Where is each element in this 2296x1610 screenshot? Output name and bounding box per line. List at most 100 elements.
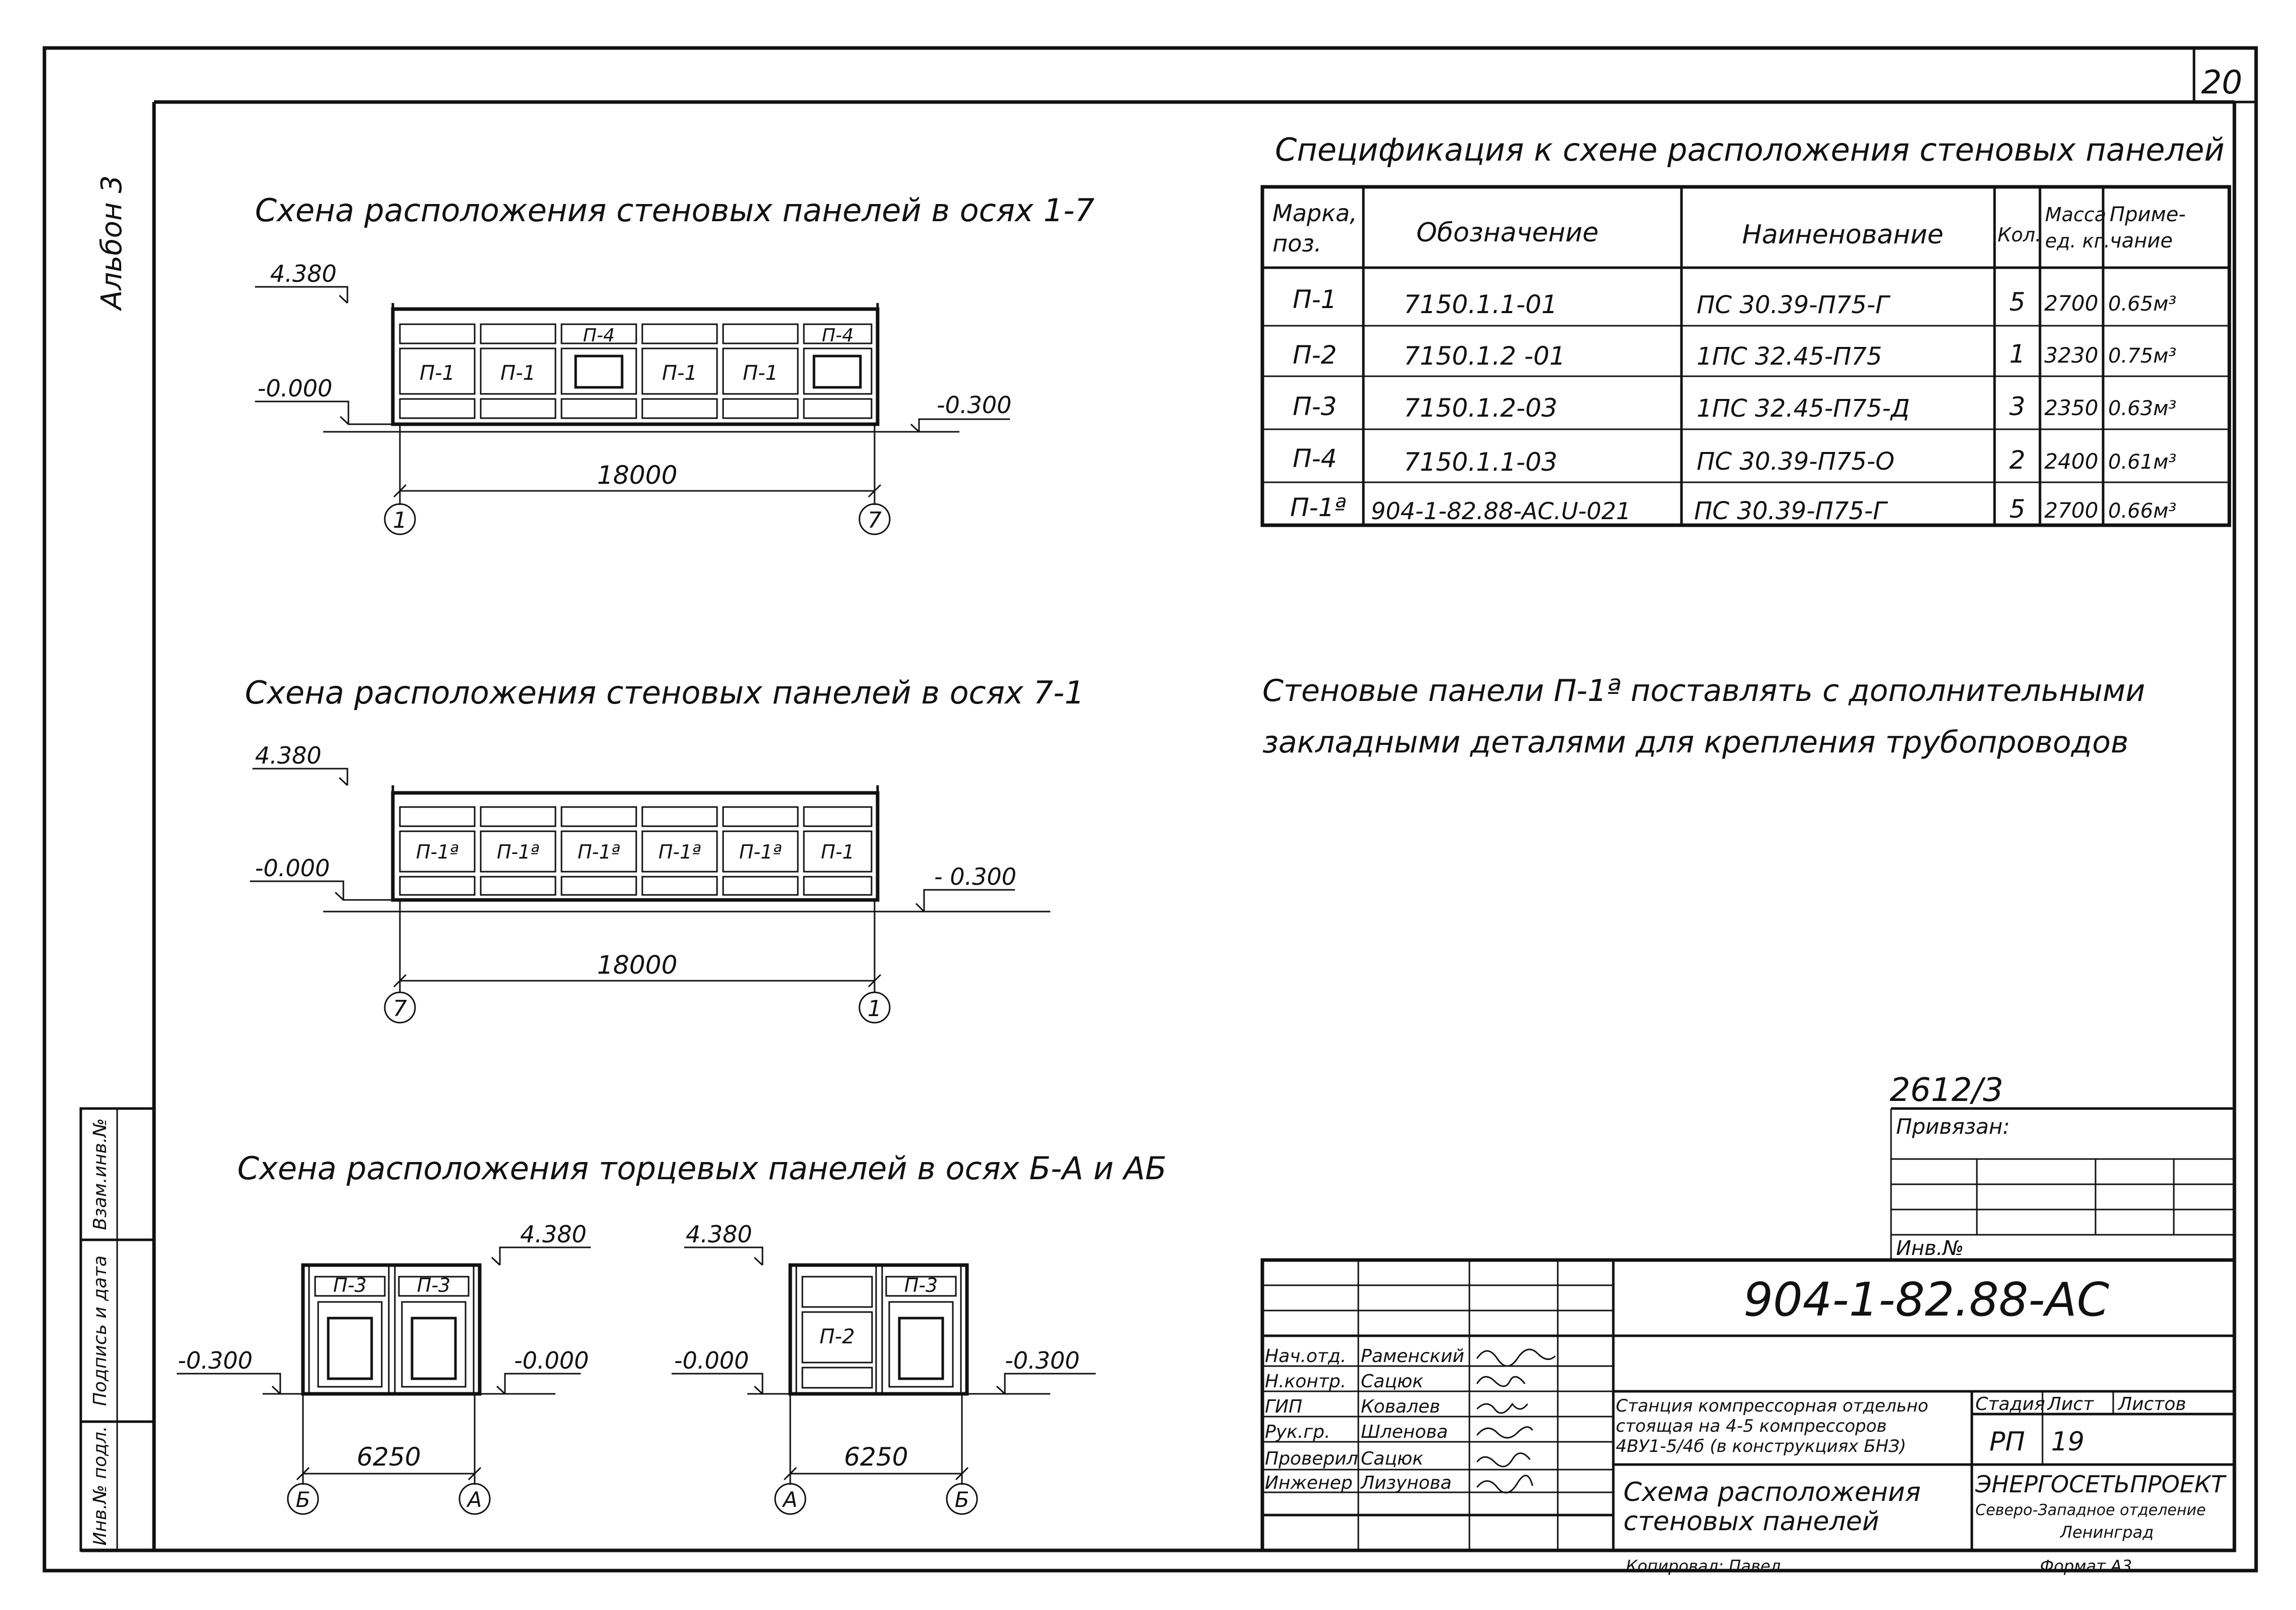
end-left-dimension: 6250 xyxy=(356,1442,421,1472)
spec-row: П-3 7150.1.2-03 1ПС 32.45-П75-Д 3 2350 0… xyxy=(1293,392,2176,423)
drawing-title-line-2: стеновых панелей xyxy=(1623,1506,1879,1537)
spec-cell-note: 0.75м³ xyxy=(2108,344,2176,368)
title-block: 904-1-82.88-АС Станция компрессорная отд… xyxy=(1260,1258,2236,1552)
org-name: ЭНЕРГОСЕТЬПРОЕКТ xyxy=(1975,1471,2227,1498)
elevation-1-axis-right: 7 xyxy=(868,508,882,533)
signer-row: Рук.гр. Шленова xyxy=(1265,1422,1448,1442)
elevation-1-panel-2: П-1 xyxy=(500,362,536,385)
spec-cell-qty: 5 xyxy=(2009,494,2025,524)
binding-inv: Инв.№ xyxy=(1896,1237,1964,1260)
spec-row: П-1ª 904-1-82.88-АС.U-021 ПС 30.39-П75-Г… xyxy=(1290,493,2176,525)
elevation-1-axis-left: 1 xyxy=(393,508,407,533)
elevation-3-title: Схена расположения торцевых панелей в ос… xyxy=(237,1150,1166,1187)
elevation-1-panel-3: П-4 xyxy=(583,325,615,346)
elevation-axes-7-1: Схена расположения стеновых панелей в ос… xyxy=(245,674,1085,1024)
spec-cell-qty: 3 xyxy=(2009,392,2025,421)
stage-label: Стадия xyxy=(1975,1394,2045,1415)
spec-cell-designation: 7150.1.1-03 xyxy=(1404,447,1557,477)
spec-cell-mark: П-3 xyxy=(1293,392,1337,421)
project-line-1: Станция компрессорная отдельно xyxy=(1616,1396,1928,1416)
spec-cell-note: 0.63м³ xyxy=(2108,397,2176,420)
signer-role: ГИП xyxy=(1265,1396,1302,1417)
spec-cell-designation: 904-1-82.88-АС.U-021 xyxy=(1371,497,1631,525)
spec-cell-designation: 7150.1.2 -01 xyxy=(1404,341,1565,371)
note-line-1: Стеновые панели П-1ª поставлять с дополн… xyxy=(1262,673,2145,709)
spec-cell-note: 0.66м³ xyxy=(2108,499,2176,523)
spec-row: П-2 7150.1.2 -01 1ПС 32.45-П75 1 3230 0.… xyxy=(1293,339,2176,371)
spec-cell-mark: П-2 xyxy=(1293,340,1337,370)
outer-border xyxy=(42,46,2258,1573)
spec-cell-note: 0.65м³ xyxy=(2108,292,2176,316)
end-right-dimension: 6250 xyxy=(844,1442,908,1472)
elevation-1-dimension: 18000 xyxy=(597,461,677,490)
spec-header-note-1: Приме- xyxy=(2110,203,2186,226)
elevation-1-panel-6: П-4 xyxy=(822,325,854,346)
end-left-level-left: -0.300 xyxy=(178,1347,252,1374)
elevation-1-level-top: 4.380 xyxy=(270,260,337,287)
spec-header-mass-1: Масса xyxy=(2045,204,2106,226)
signer-name: Сацюк xyxy=(1361,1448,1423,1469)
signer-role: Инженер xyxy=(1265,1473,1353,1493)
end-right-panel-2: П-3 xyxy=(904,1274,938,1296)
binding-ref: 2612/3 xyxy=(1890,1072,2003,1109)
spec-cell-qty: 1 xyxy=(2009,339,2025,369)
spec-cell-name: 1ПС 32.45-П75 xyxy=(1697,342,1882,371)
margin-sub-inv: Взам.инв.№ xyxy=(90,1118,111,1230)
spec-header-name: Наиненование xyxy=(1742,220,1944,250)
spec-row: П-1 7150.1.1-01 ПС 30.39-П75-Г 5 2700 0.… xyxy=(1293,285,2176,319)
end-right-level-right: -0.300 xyxy=(1005,1347,1080,1374)
elevation-2-axis-left: 7 xyxy=(393,996,407,1022)
elevation-1-panel-4: П-1 xyxy=(662,362,697,385)
signer-row: Проверил Сацюк xyxy=(1265,1448,1423,1469)
stage-value: РП xyxy=(1989,1427,2025,1457)
spec-header-designation: Обозначение xyxy=(1416,218,1599,248)
elevation-1-level-right: -0.300 xyxy=(937,391,1011,419)
sheets-label: Листов xyxy=(2117,1394,2186,1415)
spec-cell-qty: 2 xyxy=(2009,445,2025,475)
signer-name: Сацюк xyxy=(1361,1371,1423,1392)
elevation-2-level-right: - 0.300 xyxy=(934,863,1016,890)
signer-role: Н.контр. xyxy=(1265,1371,1346,1392)
end-right-level-left: -0.000 xyxy=(674,1347,749,1374)
elevation-1-panel-5: П-1 xyxy=(743,362,778,385)
album-label: Альбон 3 xyxy=(95,175,128,311)
spec-cell-mark: П-4 xyxy=(1293,444,1337,473)
end-right-axis-left: А xyxy=(782,1487,798,1512)
end-left-level-top: 4.380 xyxy=(520,1221,587,1248)
spec-cell-designation: 7150.1.1-01 xyxy=(1404,290,1557,319)
end-left-axis-right: А xyxy=(466,1487,482,1512)
spec-cell-name: ПС 30.39-П75-О xyxy=(1697,447,1895,476)
end-left-level-right: -0.000 xyxy=(514,1347,589,1374)
binding-label: Привязан: xyxy=(1896,1114,2010,1139)
elevation-2-level-left: -0.000 xyxy=(255,854,330,882)
sheet-format: Формат А3 xyxy=(2040,1556,2132,1576)
elevation-1-level-left: -0.000 xyxy=(258,375,332,402)
signer-row: Нач.отд. Раменский xyxy=(1265,1346,1464,1367)
elevation-2-panel-1: П-1ª xyxy=(416,841,458,863)
end-left-panel-2: П-3 xyxy=(417,1274,450,1296)
signer-name: Раменский xyxy=(1361,1346,1464,1367)
copied-by: Копировал: Павел xyxy=(1626,1556,1780,1576)
end-right-axis-right: Б xyxy=(955,1487,970,1512)
elevation-2-panel-4: П-1ª xyxy=(658,841,701,863)
elevation-2-panel-3: П-1ª xyxy=(578,841,620,863)
spec-cell-name: ПС 30.39-П75-Г xyxy=(1694,497,1888,525)
spec-cell-mass: 3230 xyxy=(2045,343,2099,368)
signer-row: Н.контр. Сацюк xyxy=(1265,1371,1423,1392)
end-elevation-right: 4.380 -0.000 -0.300 П-2 П-3 xyxy=(672,1221,1096,1515)
elevation-axes-1-7: Схена расположения стеновых панелей в ос… xyxy=(255,192,1095,535)
elevation-2-panel-5: П-1ª xyxy=(739,841,782,863)
spec-row: П-4 7150.1.1-03 ПС 30.39-П75-О 2 2400 0.… xyxy=(1293,444,2176,477)
project-line-3: 4ВУ1-5/4б (в конструкциях БНЗ) xyxy=(1616,1436,1906,1456)
elevation-1-panel-1: П-1 xyxy=(420,362,455,385)
binding-stamp: 2612/3 Привязан: Инв.№ xyxy=(1890,1072,2234,1260)
signer-name: Шленова xyxy=(1361,1422,1448,1442)
elevation-1-title: Схена расположения стеновых панелей в ос… xyxy=(255,192,1095,229)
left-margin-stamp: Взам.инв.№ Подпись и дата Инв.№ подл. xyxy=(79,1107,156,1552)
page-number: 20 xyxy=(2201,64,2242,102)
signer-name: Лизунова xyxy=(1360,1473,1452,1493)
sheet-value: 19 xyxy=(2051,1427,2084,1457)
end-left-axis-left: Б xyxy=(296,1487,311,1512)
spec-cell-mass: 2700 xyxy=(2045,291,2099,316)
